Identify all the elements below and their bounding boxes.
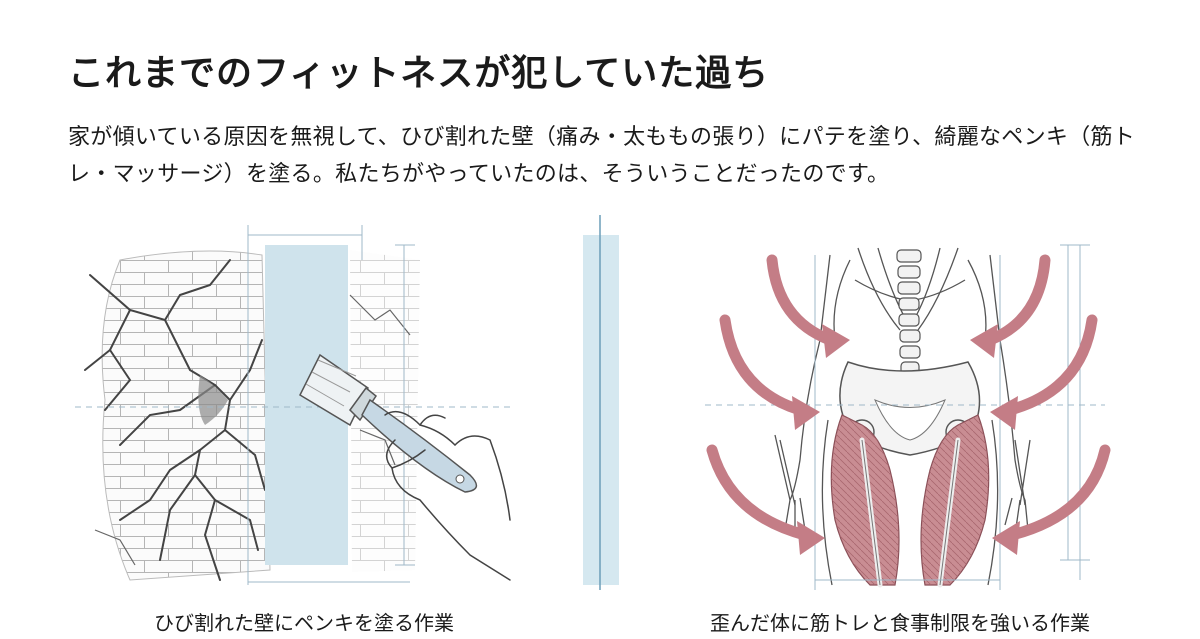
comparison-illustration	[75, 215, 1111, 590]
left-guide-lines	[75, 225, 510, 585]
page-title: これまでのフィットネスが犯していた過ち	[68, 52, 770, 94]
center-divider	[583, 215, 619, 590]
hand-illustration	[384, 410, 511, 581]
skeleton-illustration	[774, 247, 1031, 536]
cracked-wall-illustration	[84, 250, 420, 581]
compression-arrows	[706, 254, 1111, 541]
left-caption: ひび割れた壁にペンキを塗る作業	[154, 611, 454, 635]
paintbrush-icon	[299, 353, 478, 493]
thigh-muscles	[821, 414, 999, 588]
comparison-figure	[0, 200, 1200, 639]
intro-paragraph: 家が傾いている原因を無視して、ひび割れた壁（痛み・太ももの張り）にパテを塗り、綺…	[68, 125, 1136, 187]
right-guide-lines	[705, 244, 1105, 590]
right-caption: 歪んだ体に筋トレと食事制限を強いる作業	[710, 611, 1090, 635]
compression-arrowheads	[792, 324, 1020, 555]
